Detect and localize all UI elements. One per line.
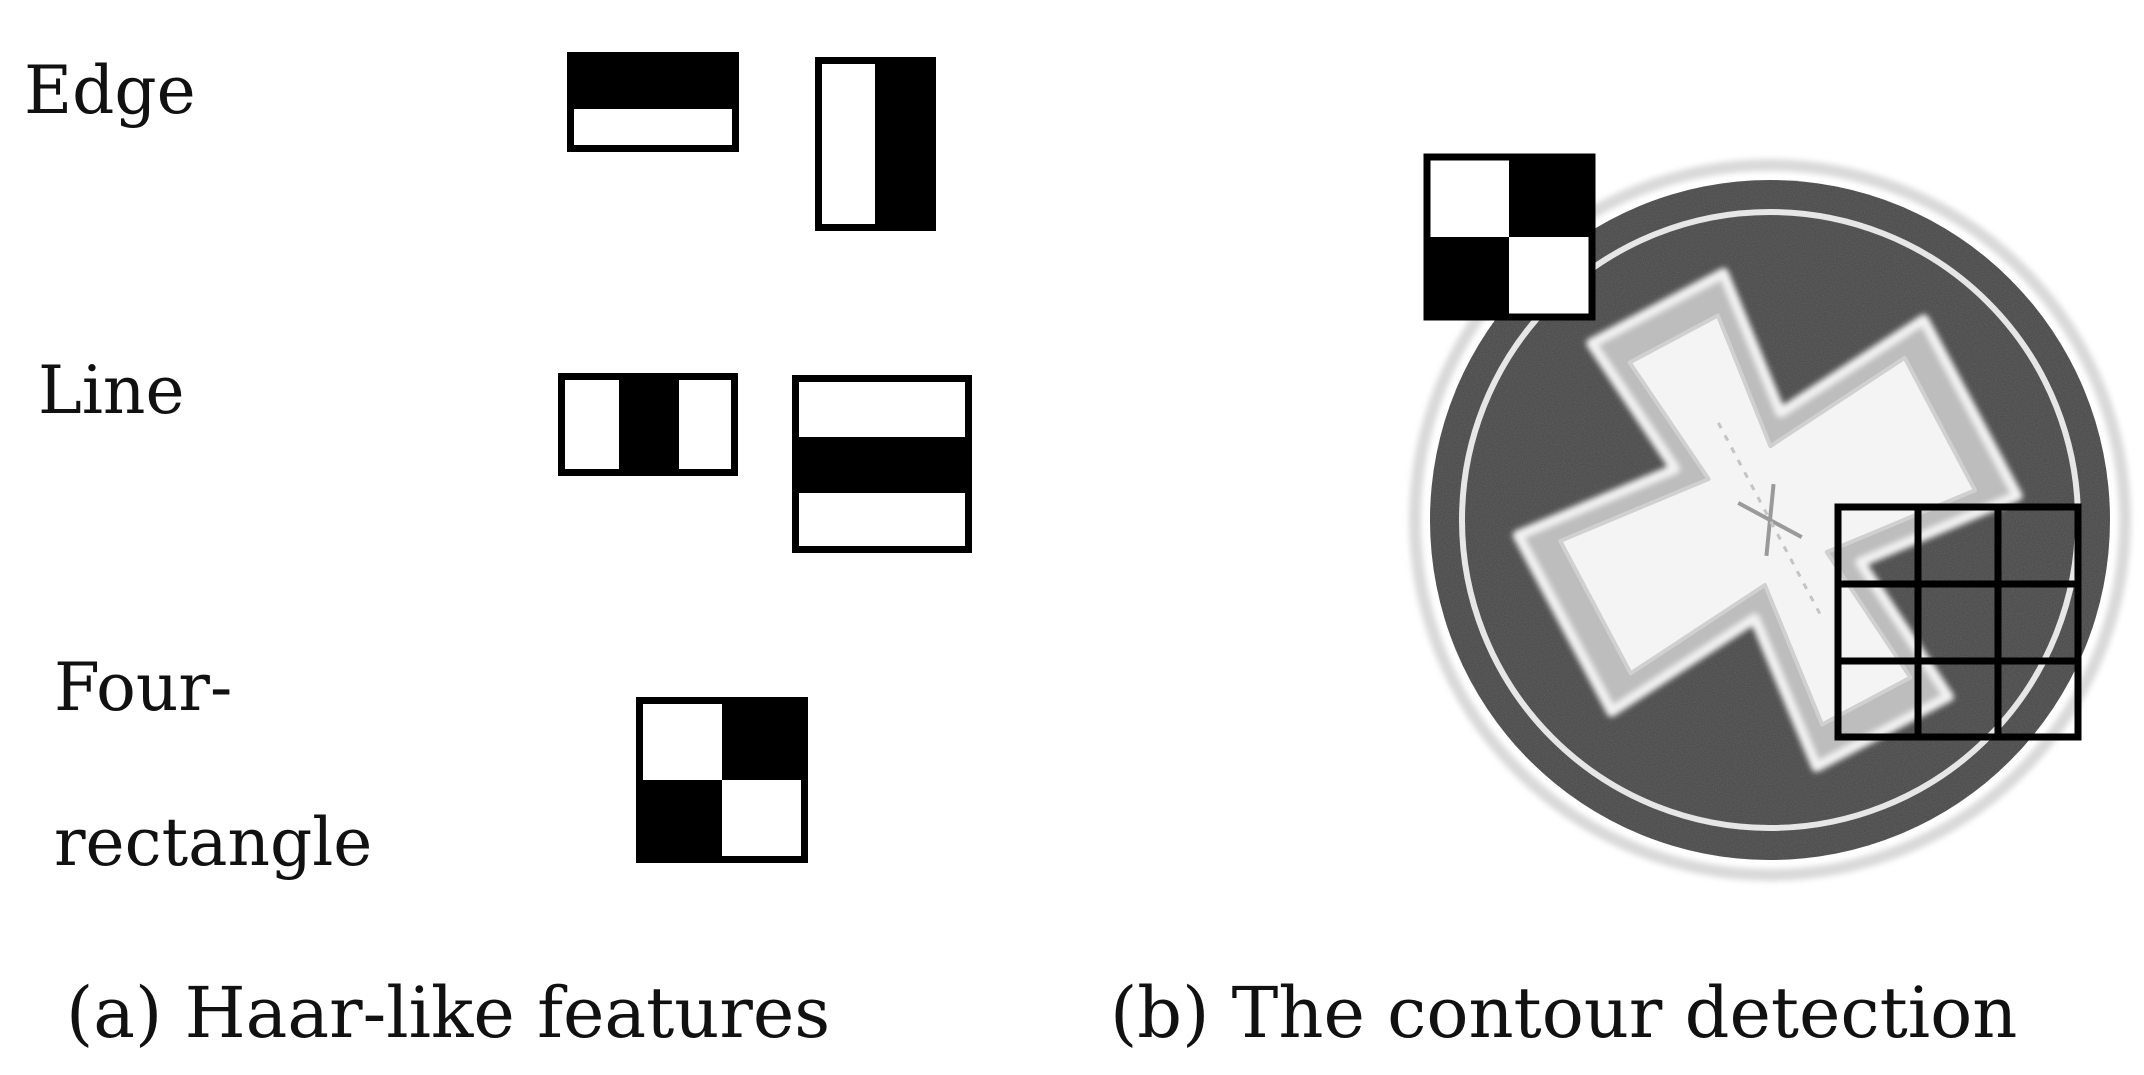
line-feature-horizontal-bar-black-center (799, 437, 965, 493)
overlay-grid-frame (1834, 503, 2082, 741)
line-feature-vertical-bar (558, 373, 738, 476)
line-feature-horizontal-bar (792, 375, 972, 553)
overlay-four-rect-black-bl (1427, 237, 1509, 317)
four-rectangle-label-line2: rectangle (54, 804, 373, 881)
four-rectangle-feature (636, 697, 808, 863)
caption-b: (b) The contour detection (1110, 972, 2018, 1054)
four-rectangle-black-bottom-left (643, 780, 722, 856)
cross-mark-line-3 (1717, 422, 1823, 618)
cross-mark-line-2 (1764, 483, 1776, 557)
screw-head-image (1409, 153, 2131, 881)
edge-feature-vertical-black-half (875, 64, 929, 224)
edge-label: Edge (24, 52, 196, 129)
caption-a: (a) Haar-like features (66, 972, 831, 1054)
line-feature-vertical-bar-black-center (619, 380, 679, 469)
cross-recess (1512, 267, 2023, 773)
four-rectangle-label-line1: Four- (54, 649, 233, 726)
edge-feature-horizontal (567, 52, 739, 152)
line-label: Line (38, 352, 185, 429)
edge-feature-horizontal-black-half (574, 59, 732, 109)
overlay-grid-3x3 (1834, 503, 2082, 741)
screw-outer-halo (1409, 159, 2131, 881)
four-rectangle-black-top-right (722, 704, 801, 780)
overlay-four-rect-black-tr (1509, 157, 1592, 237)
edge-feature-vertical (815, 57, 936, 231)
overlay-four-rectangle (1423, 153, 1596, 321)
